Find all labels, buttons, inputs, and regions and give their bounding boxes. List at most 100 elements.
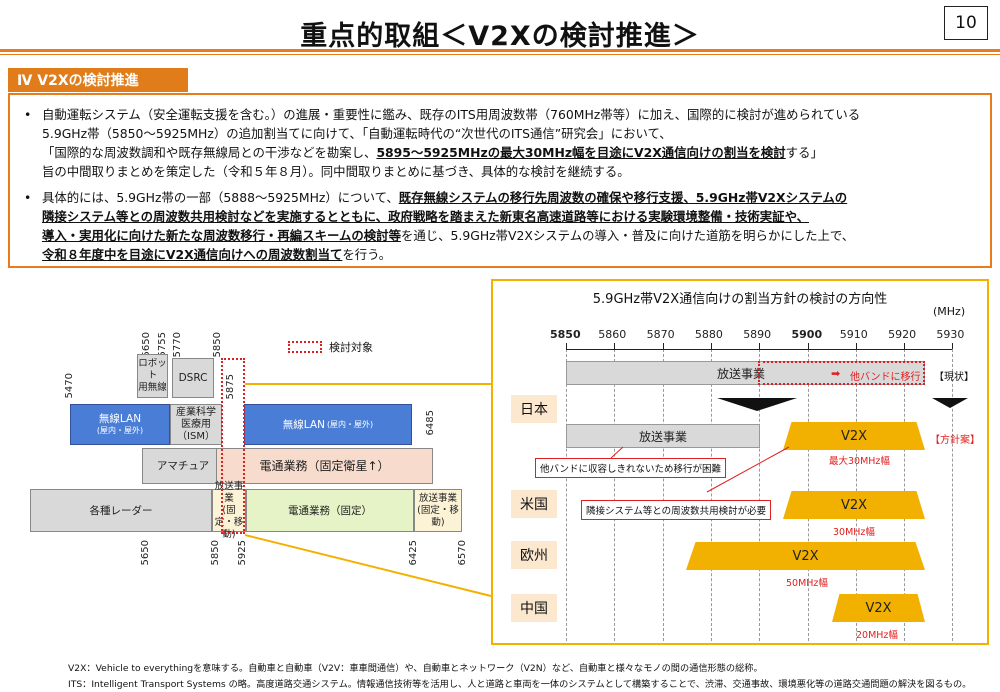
wireless-lan-right-sub: (屋内・屋外) xyxy=(326,419,374,429)
wireless-lan-right-label: 無線LAN xyxy=(282,418,325,431)
tick-mark xyxy=(952,343,954,349)
grid-line xyxy=(614,349,616,641)
bullet-2-line-3: 導入・実用化に向けた新たな周波数移行・再編スキームの検討等を通じ、5.9GHz帯… xyxy=(24,226,854,245)
japan-width-note: 最大30MHz幅 xyxy=(829,456,890,467)
footnote-v2x: V2X：Vehicle to everythingを意味する。自動車と自動車（V… xyxy=(68,663,763,674)
grid-line xyxy=(952,349,954,641)
tick-mark xyxy=(566,343,567,349)
frequency-allocation-diagram: 5650 5755 5770 5850 5875 5470 6485 検討対象 … xyxy=(0,270,490,650)
tick-mark xyxy=(614,343,616,349)
bullet-1-line-1: 自動運転システム（安全運転支援を含む。）の進展・重要性に鑑み、既存のITS用周波… xyxy=(42,107,861,122)
bullet-1-line-3: 「国際的な周波数調和や既存無線局との干渉などを勘案し、5895～5925MHzの… xyxy=(24,143,860,162)
eu-width-note: 50MHz幅 xyxy=(786,578,828,589)
broadcast-right-block: 放送事業 (固定・移動) xyxy=(414,489,462,532)
callout-lines xyxy=(610,446,790,493)
page-number: 10 xyxy=(944,6,988,40)
unit-label: (MHz) xyxy=(933,305,966,318)
grid-line xyxy=(710,349,712,641)
target-band-outline xyxy=(221,358,245,534)
current-tag: 【現状】 xyxy=(934,372,974,383)
japan-plan-broadcast-bar: 放送事業 xyxy=(566,424,760,448)
legend-label: 検討対象 xyxy=(329,341,373,354)
grid-line xyxy=(566,349,567,641)
tick-label-5910: 5910 xyxy=(839,328,868,341)
bullet-2-highlight-4: 令和８年度中を目途にV2X通信向けへの周波数割当て xyxy=(42,247,343,262)
robot-radio-block: ロボット 用無線 xyxy=(137,354,168,398)
tick-mark xyxy=(904,343,906,349)
tick-mark xyxy=(710,343,712,349)
bullet-2-highlight-1: 既存無線システムの移行先周波数の確保や移行支援、5.9GHz帯V2Xシステムの xyxy=(398,190,848,205)
plan-tag: 【方針案】 xyxy=(930,435,980,446)
tick-label-5920: 5920 xyxy=(888,328,917,341)
china-v2x-bar: V2X xyxy=(832,594,925,622)
bullet-2-line-4: 令和８年度中を目途にV2X通信向けへの周波数割当てを行う。 xyxy=(24,245,854,264)
grid-line xyxy=(759,349,761,641)
china-width-note: 20MHz幅 xyxy=(856,630,898,641)
bullet-2-line-3b: を通じ、5.9GHz帯V2Xシステムの導入・普及に向けた道筋を明らかにした上で、 xyxy=(400,228,855,243)
fixed-telecom-block: 電通業務（固定） xyxy=(246,489,414,532)
japan-plan-v2x-bar: V2X xyxy=(783,422,925,450)
bullet-1-line-4: 旨の中間取りまとめを策定した（令和５年８月）。同中間取りまとめに基づき、具体的な… xyxy=(42,164,630,179)
callout-migration-difficult: 他バンドに収容しきれないため移行が困難 xyxy=(535,458,726,478)
radar-block: 各種レーダー xyxy=(30,489,212,532)
wireless-lan-right-block: 無線LAN (屋内・屋外) xyxy=(244,404,412,445)
us-v2x-bar: V2X xyxy=(783,491,925,519)
bullet-2-line-2: 隣接システム等との周波数共用検討などを実施するとともに、政府戦略を踏まえた新東名… xyxy=(42,209,809,224)
tick-label-5850: 5850 xyxy=(550,328,581,341)
bullet-dot: • xyxy=(24,190,32,205)
ism-block: 産業科学 医療用 （ISM） xyxy=(170,404,222,445)
title-rule xyxy=(0,49,1000,52)
eu-v2x-bar: V2X xyxy=(686,542,925,570)
amateur-block: アマチュア xyxy=(142,448,224,484)
tick-label-5900: 5900 xyxy=(791,328,823,341)
bullet-2-line-1a: 具体的には、5.9GHz帯の一部（5888～5925MHz）について、 xyxy=(42,190,399,205)
bullet-1-line-3c: する」 xyxy=(785,145,823,160)
move-arrow-icon: ➡ xyxy=(831,367,841,380)
fixed-satellite-block: 電通業務（固定衛星↑） xyxy=(216,448,433,484)
summary-box: • 自動運転システム（安全運転支援を含む。）の進展・重要性に鑑み、既存のITS用… xyxy=(8,93,992,268)
bullet-1-line-2: 5.9GHz帯（5850～5925MHz）の追加割当てに向けて、「自動運転時代の… xyxy=(42,126,672,141)
tick-mark xyxy=(807,343,809,349)
grid-line xyxy=(662,349,664,641)
japan-current-broadcast-label: 放送事業 xyxy=(717,366,766,381)
country-us: 米国 xyxy=(511,490,557,518)
tick-mark xyxy=(662,343,664,349)
bullet-2-highlight-3: 導入・実用化に向けた新たな周波数移行・再編スキームの検討等 xyxy=(42,228,401,243)
wireless-lan-left-label: 無線LAN xyxy=(98,412,142,425)
bullet-2-line-1: 具体的には、5.9GHz帯の一部（5888～5925MHz）について、既存無線シ… xyxy=(24,188,854,207)
legend-swatch xyxy=(288,341,322,353)
tick-label-5870: 5870 xyxy=(646,328,675,341)
footnote-its: ITS：Intelligent Transport Systems の略。高度道… xyxy=(68,679,972,690)
down-triangle-icon xyxy=(717,398,797,411)
tick-label-5860: 5860 xyxy=(598,328,627,341)
dsrc-block: DSRC xyxy=(172,358,214,398)
tick-mark xyxy=(855,343,857,349)
bullet-2: • 具体的には、5.9GHz帯の一部（5888～5925MHz）について、既存無… xyxy=(24,188,854,264)
title-rule-thin xyxy=(0,54,1000,55)
bullet-1-highlight: 5895～5925MHzの最大30MHz幅を目途にV2X通信向けの割当を検討 xyxy=(376,145,786,160)
japan-current-broadcast-bar: 放送事業 xyxy=(566,361,925,385)
wireless-lan-left-block: 無線LAN (屋内・屋外) xyxy=(70,404,170,445)
section-tag: Ⅳ V2Xの検討推進 xyxy=(8,68,188,92)
tick-label-5890: 5890 xyxy=(743,328,772,341)
down-triangle-small-icon xyxy=(932,398,968,408)
us-width-note: 30MHz幅 xyxy=(833,527,875,538)
bullet-2-line-4b: を行う。 xyxy=(342,247,392,262)
country-eu: 欧州 xyxy=(511,541,557,569)
panel-title: 5.9GHz帯V2X通信向けの割当方針の検討の方向性 xyxy=(592,292,888,307)
bullet-1-line-3a: 「国際的な周波数調和や既存無線局との干渉などを勘案し、 xyxy=(42,145,377,160)
axis-line xyxy=(566,349,953,350)
callout-sharing-study: 隣接システム等との周波数共用検討が必要 xyxy=(581,500,772,520)
tick-mark xyxy=(759,343,761,349)
country-japan: 日本 xyxy=(511,395,557,423)
country-china: 中国 xyxy=(511,594,557,622)
page-title: 重点的取組＜V2Xの検討推進＞ xyxy=(300,21,700,52)
tick-label-5880: 5880 xyxy=(694,328,723,341)
wireless-lan-left-sub: (屋内・屋外) xyxy=(96,425,144,435)
bullet-1: • 自動運転システム（安全運転支援を含む。）の進展・重要性に鑑み、既存のITS用… xyxy=(24,105,860,181)
move-label: 他バンドに移行 xyxy=(850,372,921,383)
tick-label-5930: 5930 xyxy=(936,328,965,341)
japan-move-target-outline xyxy=(758,361,925,385)
bullet-dot: • xyxy=(24,107,32,122)
